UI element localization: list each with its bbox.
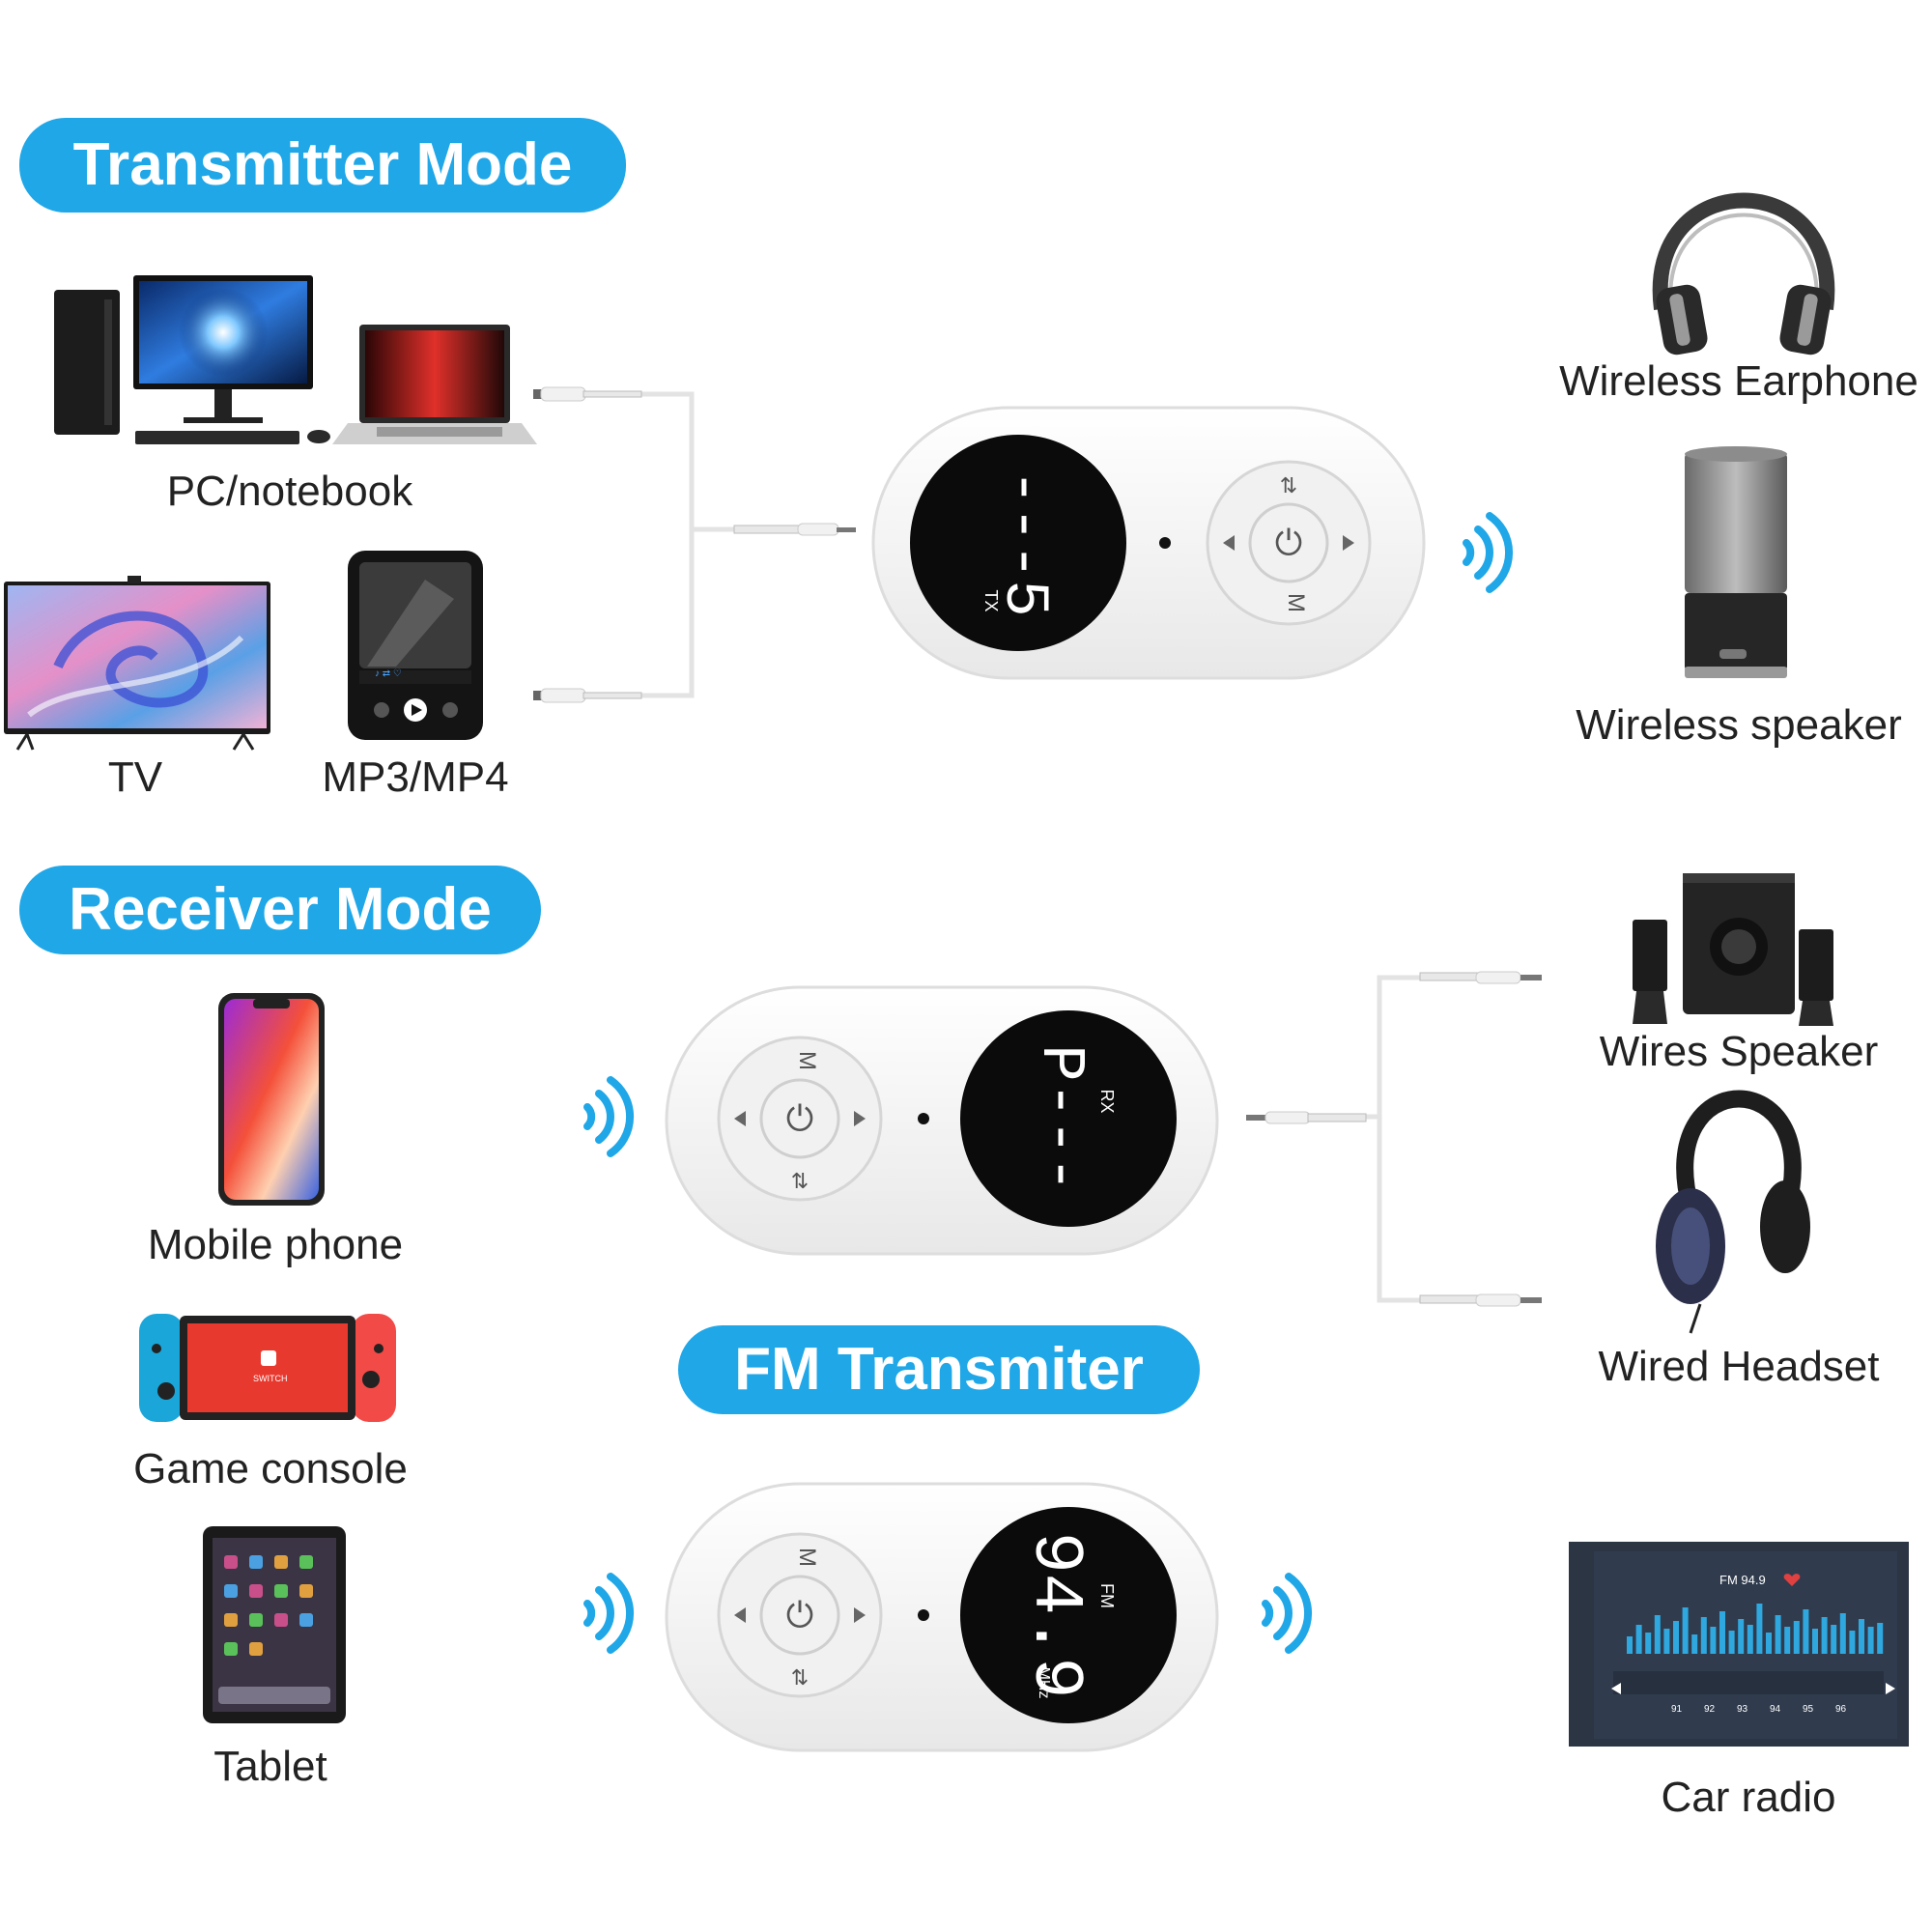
wireless-signal-icon xyxy=(583,1076,635,1157)
mobile-phone-label: Mobile phone xyxy=(147,1221,404,1268)
eq-bar xyxy=(1691,1634,1698,1654)
fm-mode-label: FM xyxy=(1097,1583,1117,1608)
eq-bar xyxy=(1719,1611,1725,1654)
wireless-earphone-image xyxy=(1652,192,1835,355)
eq-bar xyxy=(1627,1636,1633,1654)
power-icon[interactable]: ⏻ xyxy=(786,1596,813,1635)
switch-icon[interactable]: ⇅ xyxy=(791,1170,809,1194)
eq-bar xyxy=(1877,1623,1884,1654)
eq-bar xyxy=(1839,1613,1846,1654)
wireless-speaker-label: Wireless speaker xyxy=(1576,701,1902,749)
wired-speaker-image xyxy=(1633,873,1833,1026)
eq-bar xyxy=(1700,1617,1707,1654)
car-radio-image: FM 94.9 91 92 93 94 95 96 xyxy=(1569,1542,1909,1747)
eq-bar xyxy=(1710,1627,1717,1654)
fm-transmitter-heading: FM Transmiter xyxy=(678,1325,1200,1414)
eq-bar xyxy=(1821,1617,1828,1654)
eq-bar xyxy=(1673,1621,1679,1654)
wired-headset-label: Wired Headset xyxy=(1598,1343,1880,1390)
eq-bar xyxy=(1645,1633,1652,1654)
receiver-device: ⏻ M ⇅ P--- RX xyxy=(665,985,1219,1256)
car-radio-scale: 91 92 93 94 95 96 xyxy=(1671,1704,1847,1715)
eq-bar xyxy=(1775,1615,1781,1654)
eq-bar xyxy=(1663,1629,1670,1654)
fm-unit-label: MHz xyxy=(1036,1667,1052,1699)
wireless-speaker-image xyxy=(1685,446,1787,678)
wires-speaker-label: Wires Speaker xyxy=(1599,1028,1879,1075)
eq-bar xyxy=(1849,1631,1856,1654)
car-radio-equalizer xyxy=(1627,1604,1884,1654)
fm-display-value: 94.9 xyxy=(1015,1532,1094,1699)
eq-bar xyxy=(1747,1625,1753,1654)
radio-scale-tick: 96 xyxy=(1835,1704,1847,1715)
eq-bar xyxy=(1793,1621,1800,1654)
fm-transmitter-device: ⏻ M ⇅ 94.9 FM MHz xyxy=(665,1482,1219,1752)
wireless-earphone-label: Wireless Earphone xyxy=(1559,357,1918,405)
tx-mode-label: TX xyxy=(981,589,1001,611)
radio-scale-tick: 91 xyxy=(1671,1704,1683,1715)
car-radio-label: Car radio xyxy=(1661,1774,1836,1821)
svg-text:SWITCH: SWITCH xyxy=(253,1374,288,1383)
mode-button[interactable]: M xyxy=(1283,593,1309,612)
eq-bar xyxy=(1812,1629,1818,1654)
radio-scale-tick: 95 xyxy=(1803,1704,1814,1715)
mp3-player-image: ♪ ⇄ ♡ xyxy=(348,551,483,740)
rx-display-value: P--- xyxy=(1025,1044,1094,1193)
mp3-label: MP3/MP4 xyxy=(322,753,509,801)
radio-scale-tick: 92 xyxy=(1704,1704,1716,1715)
prev-arrow-icon[interactable] xyxy=(734,1607,746,1623)
eq-bar xyxy=(1766,1633,1772,1654)
wireless-signal-icon xyxy=(1262,1573,1313,1654)
next-arrow-icon[interactable] xyxy=(854,1607,866,1623)
mode-button[interactable]: M xyxy=(794,1051,820,1070)
pc-notebook-image xyxy=(54,275,537,444)
eq-bar xyxy=(1654,1615,1661,1654)
game-console-image: SWITCH xyxy=(139,1314,396,1422)
next-arrow-icon[interactable] xyxy=(1343,535,1354,551)
transmitter-device: ---5 TX ⏻ M ⇅ xyxy=(871,406,1426,680)
tablet-image xyxy=(203,1526,346,1723)
eq-bar xyxy=(1831,1625,1837,1654)
power-icon[interactable]: ⏻ xyxy=(786,1099,813,1139)
svg-text:♪ ⇄ ♡: ♪ ⇄ ♡ xyxy=(375,668,402,679)
device-screen xyxy=(910,435,1126,651)
eq-bar xyxy=(1682,1607,1689,1654)
radio-scale-tick: 93 xyxy=(1737,1704,1748,1715)
switch-icon[interactable]: ⇅ xyxy=(1280,474,1297,498)
device-screen xyxy=(960,1010,1177,1227)
next-arrow-icon[interactable] xyxy=(854,1111,866,1126)
audio-jacks xyxy=(533,386,1542,1307)
eq-bar xyxy=(1738,1619,1745,1654)
tx-display-value: ---5 xyxy=(988,469,1058,617)
pc-notebook-label: PC/notebook xyxy=(166,468,413,515)
tv-label: TV xyxy=(107,753,163,801)
mobile-phone-image xyxy=(218,993,325,1206)
eq-bar xyxy=(1635,1625,1642,1654)
wired-headset-image xyxy=(1656,1090,1810,1334)
eq-bar xyxy=(1784,1627,1791,1654)
power-icon[interactable]: ⏻ xyxy=(1275,524,1302,563)
mode-button[interactable]: M xyxy=(794,1548,820,1567)
eq-bar xyxy=(1728,1631,1735,1654)
switch-icon[interactable]: ⇅ xyxy=(791,1666,809,1690)
eq-bar xyxy=(1756,1604,1763,1654)
receiver-mode-heading: Receiver Mode xyxy=(19,866,541,954)
game-console-label: Game console xyxy=(133,1445,408,1492)
tablet-label: Tablet xyxy=(213,1743,327,1790)
eq-bar xyxy=(1803,1609,1809,1654)
rx-mode-label: RX xyxy=(1097,1089,1117,1113)
radio-scale-tick: 94 xyxy=(1770,1704,1781,1715)
device-screen xyxy=(960,1507,1177,1723)
wireless-signal-icon xyxy=(1463,512,1514,593)
prev-arrow-icon[interactable] xyxy=(734,1111,746,1126)
eq-bar xyxy=(1859,1619,1864,1654)
tv-image xyxy=(4,576,270,751)
eq-bar xyxy=(1867,1627,1874,1654)
prev-arrow-icon[interactable] xyxy=(1223,535,1235,551)
car-radio-station-text: FM 94.9 xyxy=(1719,1573,1766,1587)
transmitter-mode-heading: Transmitter Mode xyxy=(19,118,626,213)
wireless-signal-icon xyxy=(583,1573,635,1654)
